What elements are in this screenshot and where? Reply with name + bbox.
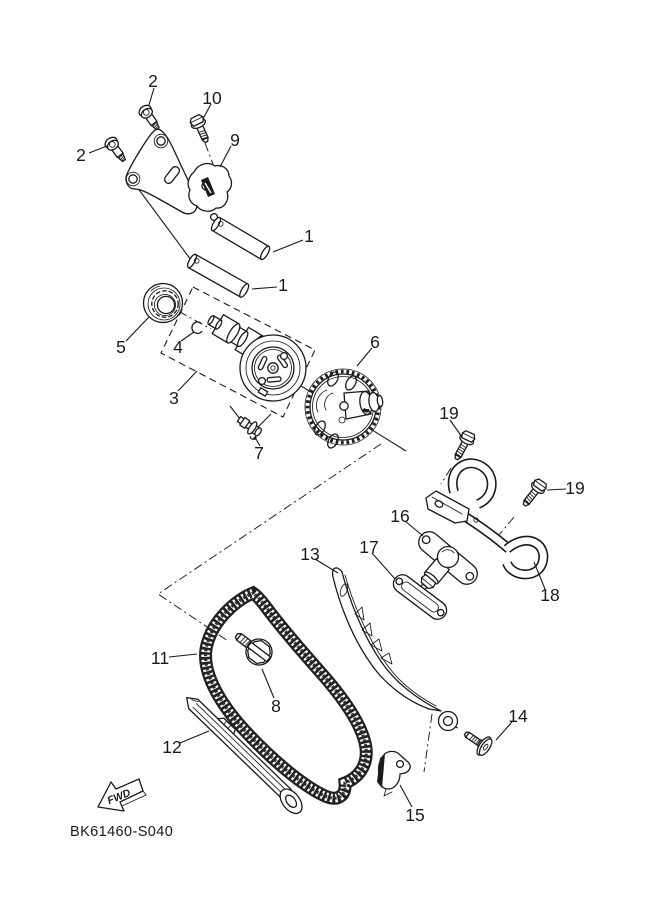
callout-4[interactable]: 4 [173,337,183,357]
bolt-19-upper [454,430,476,461]
callout-19-lower[interactable]: 19 [565,478,584,498]
tensioner-gasket-17 [392,574,448,620]
cam-sprocket-6 [304,368,384,449]
decompression-cam-9 [187,162,233,222]
callout-2-upper[interactable]: 2 [148,71,158,91]
camshaft-flange [239,334,307,402]
callout-14[interactable]: 14 [508,706,528,726]
callout-13[interactable]: 13 [300,544,319,564]
guide-bracket-15 [377,750,411,797]
camshaft [207,314,307,402]
chain-guide-13 [331,567,459,732]
timing-chain-11 [199,585,373,805]
sprocket-hub [343,390,384,420]
washer-bolt-14 [463,731,493,756]
callout-5[interactable]: 5 [116,337,126,357]
camshaft-retainer-plate [125,128,198,215]
callout-18[interactable]: 18 [540,585,559,605]
dowel-pin-1-upper [210,216,271,261]
callout-11[interactable]: 11 [151,648,169,668]
leader-lines [88,87,567,808]
dowel-pin-1-lower [186,253,250,298]
callout-6[interactable]: 6 [370,332,380,352]
drawing-code: BK61460-S040 [70,824,173,840]
callout-16[interactable]: 16 [390,506,409,526]
callout-17[interactable]: 17 [359,537,378,557]
bolt-2-upper [138,104,160,131]
callout-2-left[interactable]: 2 [76,145,86,165]
tensioner-16 [418,531,478,593]
bolt-10 [189,113,209,144]
callout-3[interactable]: 3 [169,388,179,408]
callout-12[interactable]: 12 [162,737,181,757]
callout-10[interactable]: 10 [202,88,222,108]
bolt-19-lower [522,478,547,507]
bolt-2-left [104,136,126,163]
callout-19-upper[interactable]: 19 [439,403,458,423]
callout-8[interactable]: 8 [271,696,281,716]
fwd-arrow: FWD [97,778,147,812]
chain-guide-12 [186,697,303,815]
stopper-bracket-18 [425,458,549,580]
camshaft-assembly-box [160,286,316,418]
callout-15[interactable]: 15 [405,805,424,825]
decomp-pin-7 [236,415,262,440]
callout-7[interactable]: 7 [254,443,264,463]
callout-9[interactable]: 9 [230,130,240,150]
circlip-4 [191,321,203,335]
callout-1-upper[interactable]: 1 [304,226,314,246]
sprocket-bolt-8 [234,632,273,666]
callout-1-lower[interactable]: 1 [278,275,288,295]
bearing-5 [142,282,184,324]
